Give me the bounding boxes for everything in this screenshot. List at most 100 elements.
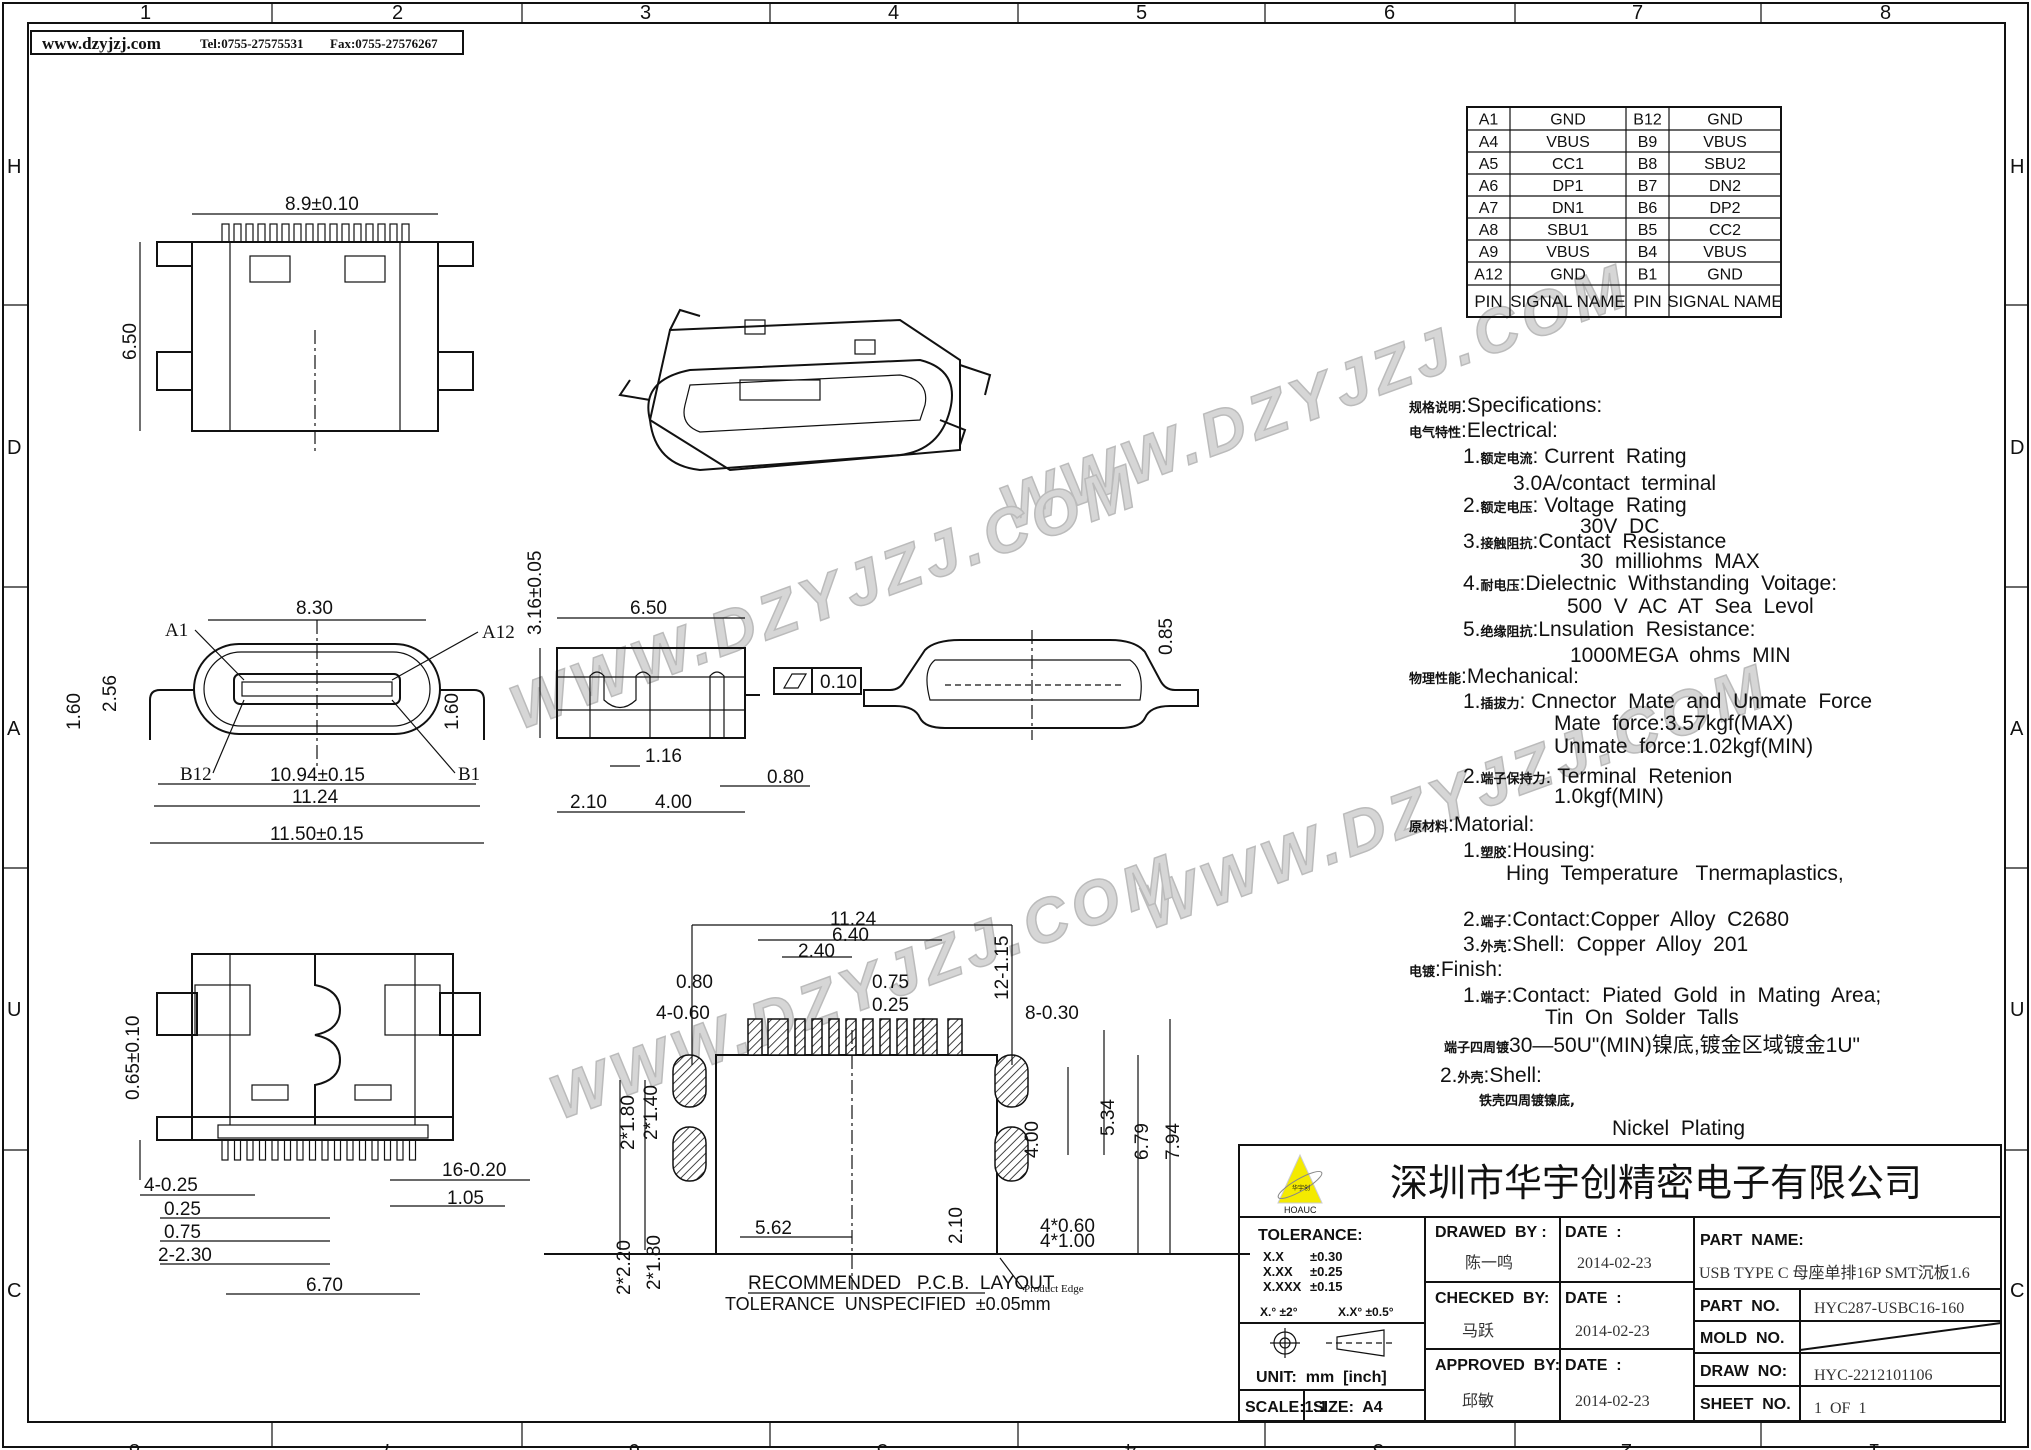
pin: [293, 223, 302, 243]
approved-by-value: 邱敏: [1462, 1392, 1494, 1410]
spec-text: :Mechanical:: [1461, 665, 1579, 688]
ruler-row-label: H: [2010, 156, 2024, 178]
spec-line: 500 V AC AT Sea Levol: [1567, 595, 1814, 618]
signal-name-cell: VBUS: [1546, 244, 1590, 261]
spec-line: Mate force:3.57kgf(MAX): [1554, 712, 1793, 735]
pin: [333, 1139, 342, 1161]
pin-id-cell: A7: [1479, 200, 1499, 217]
spec-number: 1.: [1463, 445, 1481, 468]
dim-4-00: 4.00: [655, 792, 692, 813]
spec-text: Mate force:3.57kgf(MAX): [1554, 712, 1793, 735]
spec-number: 2.: [1440, 1064, 1458, 1087]
pcb-pad: [862, 1018, 874, 1056]
spec-number: 2.: [1463, 494, 1481, 517]
spec-text: :Contact: Piated Gold in Mating Area;: [1507, 984, 1882, 1007]
pin: [305, 223, 314, 243]
pin: [308, 1139, 317, 1161]
spec-text: 1.0kgf(MIN): [1554, 785, 1664, 808]
dim-4x1-00: 4*1.00: [1040, 1231, 1095, 1252]
spec-cn-label: 额定电流: [1481, 451, 1533, 467]
spec-text: :Dielectnic Withstanding Voitage:: [1520, 572, 1838, 595]
watermark-text: WWW.DZYJZJ.COM: [501, 451, 1149, 743]
spec-text: : Terminal Retenion: [1546, 765, 1733, 788]
fax-text: Fax:0755-27576267: [330, 36, 438, 51]
end-view: 0.85: [863, 618, 1199, 740]
ruler-row-label: C: [7, 1280, 21, 1302]
side-view: 6.50 3.16±0.05 1.16 0.80 2.10 4.00 0.10: [525, 551, 862, 813]
spec-text: :Lnsulation Resistance:: [1533, 618, 1756, 641]
pin: [353, 223, 362, 243]
spec-line: 1.额定电流: Current Rating: [1463, 445, 1687, 468]
dim-4x0-60: 4*0.60: [1040, 1216, 1095, 1237]
spec-line: 3.外壳:Shell: Copper Alloy 201: [1463, 933, 1748, 956]
pin-id-cell: B1: [1638, 267, 1658, 284]
part-name-value: USB TYPE C 母座单排16P SMT沉板1.6: [1699, 1264, 1970, 1282]
pcb-pad: [896, 1018, 908, 1056]
spec-line: 1.0kgf(MIN): [1554, 785, 1664, 808]
drawed-date: 2014-02-23: [1577, 1255, 1652, 1272]
pin-id-cell: A12: [1474, 267, 1503, 284]
pin: [296, 1139, 304, 1161]
pin: [221, 223, 230, 243]
watermark-text: WWW.DZYJZJ.COM: [541, 841, 1189, 1133]
spec-cn-label: 规格说明: [1409, 400, 1461, 416]
pin: [358, 1139, 367, 1161]
spec-line: Nickel Plating: [1612, 1117, 1745, 1140]
pin: [383, 1139, 392, 1161]
sheet-no-value: 1 OF 1: [1814, 1400, 1866, 1417]
pin: [408, 1139, 417, 1161]
spec-text: :Housing:: [1507, 839, 1596, 862]
drawed-by-label: DRAWED BY :: [1435, 1224, 1547, 1241]
dim-11-24: 11.24: [830, 909, 877, 930]
pcb-pad: [922, 1018, 938, 1056]
signal-name-cell: VBUS: [1703, 134, 1747, 151]
spec-line: Unmate force:1.02kgf(MIN): [1554, 735, 1813, 758]
signal-name-cell: CC2: [1709, 222, 1741, 239]
dim-2-40: 2.40: [798, 941, 835, 962]
ruler-row-label: U: [7, 999, 21, 1021]
pcb-pad: [767, 1018, 789, 1056]
pcb-pad: [947, 1018, 963, 1056]
flatness-icon: [782, 673, 808, 689]
spec-text: : Voltage Rating: [1533, 494, 1687, 517]
spec-text: :Finish:: [1435, 958, 1503, 981]
product-edge-note: Product Edge: [1024, 1283, 1084, 1295]
spec-line: 电镀:Finish:: [1409, 958, 1503, 981]
spec-text: :Contact Resistance: [1533, 530, 1727, 553]
pin: [365, 223, 374, 243]
spec-line: 30 milliohms MAX: [1580, 550, 1760, 573]
dim-11-50: 11.50±0.15: [270, 824, 364, 845]
signal-name-cell: DN2: [1709, 178, 1741, 195]
dim-16-0-20: 16-0.20: [442, 1160, 506, 1181]
spec-line: 端子四周镀30—50U"(MIN)镍底,镀金区域镀金1U": [1444, 1034, 1860, 1057]
pcb-pad: [794, 1018, 806, 1056]
pcb-layout-title: RECOMMENDED P.C.B. LAYOUT: [748, 1273, 1055, 1294]
dim-depth: 6.50: [120, 323, 141, 360]
dim-10-94: 10.94±0.15: [270, 765, 365, 786]
mold-no-label: MOLD NO.: [1700, 1330, 1784, 1347]
spec-line: 4.耐电压:Dielectnic Withstanding Voitage:: [1463, 572, 1837, 595]
scale-label: SCALE:1:1: [1245, 1399, 1328, 1416]
spec-text: : Cnnector Mate and Unmate Force: [1520, 690, 1873, 713]
tolerance-format: X.X: [1263, 1249, 1284, 1264]
spec-line: Tin On Solder Talls: [1545, 1006, 1739, 1029]
spec-line: 物理性能:Mechanical:: [1409, 665, 1579, 688]
pin-id-cell: A8: [1479, 222, 1499, 239]
tolerance-value: ±0.15: [1310, 1279, 1342, 1294]
spec-text: Nickel Plating: [1612, 1117, 1745, 1140]
ruler-column-label: 7: [1632, 2, 1643, 24]
pin: [246, 1139, 254, 1161]
spec-line: 3.0A/contact terminal: [1513, 472, 1716, 495]
ruler-column-label: 2: [1621, 1439, 1632, 1450]
spec-number: 3.: [1463, 933, 1481, 956]
spec-cn-label: 物理性能: [1409, 671, 1461, 687]
signal-name-cell: GND: [1707, 112, 1743, 129]
unit-label: UNIT: mm [inch]: [1256, 1369, 1387, 1386]
pin: [329, 223, 338, 243]
ruler-column-label: 2: [392, 2, 403, 24]
spec-text: : Current Rating: [1533, 445, 1687, 468]
part-no-label: PART NO.: [1700, 1298, 1780, 1315]
pin-id-cell: B9: [1638, 134, 1658, 151]
spec-cn-label: 电气特性: [1409, 425, 1461, 441]
